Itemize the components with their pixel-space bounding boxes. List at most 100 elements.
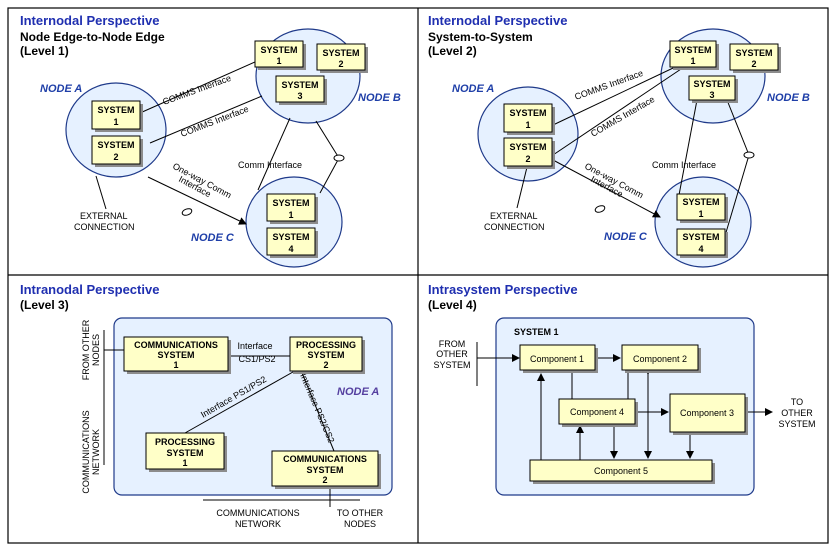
system-box-number: 3: [297, 91, 302, 101]
from-other-nodes-label-1: FROM OTHER: [81, 319, 91, 380]
communications-network-vertical-label-2: NETWORK: [91, 429, 101, 475]
system-box-number: 2: [338, 59, 343, 69]
node-a-label: NODE A: [40, 83, 82, 95]
panel-intranodal-level-3: Intranodal Perspective (Level 3) NODE A …: [20, 282, 393, 529]
system-box-number: 1: [113, 117, 118, 127]
system-box-number: 4: [288, 244, 293, 254]
component-3-box: Component 3: [669, 393, 748, 435]
component-4-box: Component 4: [558, 398, 638, 427]
oneway-line: [147, 176, 247, 225]
panel-intrasystem-level-4: Intrasystem Perspective (Level 4) SYSTEM…: [428, 282, 816, 496]
panel-level: (Level 3): [20, 298, 69, 312]
component-label: Component 3: [680, 408, 734, 418]
component-label: Component 4: [570, 407, 624, 417]
system-box-number: 1: [525, 120, 530, 130]
box-line-1: PROCESSING: [155, 437, 215, 447]
oneway-connector: [181, 208, 193, 216]
system-box: SYSTEM 4: [676, 228, 728, 258]
panel-internodal-level-1: Internodal Perspective Node Edge-to-Node…: [20, 13, 401, 268]
comms-interface-label-1: COMMS Interface: [161, 73, 232, 107]
to-other-system-label-1: TO: [791, 397, 803, 407]
panel-subtitle: System-to-System: [428, 30, 533, 44]
comms-line-2: [552, 62, 691, 156]
system-box-name: SYSTEM: [272, 232, 309, 242]
node-b-label: NODE B: [767, 92, 810, 104]
from-other-system-label-3: SYSTEM: [433, 360, 470, 370]
system-box: SYSTEM 1: [91, 100, 143, 132]
panel-title: Internodal Perspective: [428, 13, 567, 28]
system-box: SYSTEM 3: [688, 75, 738, 103]
system-box-name: SYSTEM: [509, 108, 546, 118]
comm-interface-line-left: [678, 99, 698, 196]
comm-interface-label: Comm Interface: [652, 160, 716, 170]
processing-system-2-box: PROCESSING SYSTEM 2: [289, 336, 365, 374]
node-b-label: NODE B: [358, 92, 401, 104]
comms-interface-label-2: COMMS Interface: [589, 94, 656, 139]
communications-system-2-box: COMMUNICATIONS SYSTEM 2: [271, 450, 381, 489]
comm-interface-line-right-lower: [721, 154, 750, 247]
system-box: SYSTEM 4: [266, 227, 318, 258]
box-line-3: 1: [182, 458, 187, 468]
system-box: SYSTEM 1: [676, 193, 728, 223]
comms-line-1: [139, 61, 256, 114]
processing-system-1-box: PROCESSING SYSTEM 1: [145, 432, 227, 472]
component-label: Component 1: [530, 354, 584, 364]
comms-line-1: [552, 59, 691, 126]
communications-network-label-1: COMMUNICATIONS: [216, 508, 299, 518]
system-box-name: SYSTEM: [509, 142, 546, 152]
oneway-line: [552, 159, 661, 218]
system-box-number: 1: [288, 210, 293, 220]
system-box-number: 2: [751, 59, 756, 69]
box-line-1: COMMUNICATIONS: [134, 340, 218, 350]
interface-ps2-cs2-line: [299, 367, 335, 452]
external-line: [95, 175, 107, 210]
component-5-box: Component 5: [529, 459, 715, 484]
box-line-3: 2: [322, 475, 327, 485]
system-box: SYSTEM 3: [275, 75, 327, 105]
component-label: Component 5: [594, 466, 648, 476]
system-box-name: SYSTEM: [682, 197, 719, 207]
external-label-2: CONNECTION: [484, 222, 545, 232]
interface-ps1-ps2-line: [184, 367, 301, 434]
from-other-system-label-1: FROM: [439, 339, 466, 349]
system-box: SYSTEM 2: [503, 137, 555, 169]
panel-title: Intranodal Perspective: [20, 282, 159, 297]
system-box-name: SYSTEM: [97, 105, 134, 115]
panel-title: Intrasystem Perspective: [428, 282, 578, 297]
comm-interface-connector: [333, 154, 345, 162]
system-box-number: 3: [709, 90, 714, 100]
communications-network-vertical-label-1: COMMUNICATIONS: [81, 410, 91, 493]
system-box: SYSTEM 1: [266, 193, 318, 224]
node-a-label: NODE A: [452, 83, 494, 95]
panel-subtitle: Node Edge-to-Node Edge: [20, 30, 165, 44]
comm-interface-label: Comm Interface: [238, 160, 302, 170]
system-box-name: SYSTEM: [97, 140, 134, 150]
node-c-label: NODE C: [191, 232, 235, 244]
system-box-name: SYSTEM: [693, 79, 730, 89]
interface-cs1-ps2-label-1: Interface: [237, 341, 272, 351]
external-label-1: EXTERNAL: [490, 211, 538, 221]
to-other-nodes-label-1: TO OTHER: [337, 508, 384, 518]
panel-level: (Level 4): [428, 298, 477, 312]
communications-network-label-2: NETWORK: [235, 519, 281, 529]
from-other-nodes-label-2: NODES: [91, 334, 101, 366]
system-box: SYSTEM 2: [729, 43, 781, 73]
box-line-1: COMMUNICATIONS: [283, 454, 367, 464]
communications-system-1-box: COMMUNICATIONS SYSTEM 1: [123, 336, 231, 374]
component-1-box: Component 1: [519, 344, 598, 373]
to-other-system-label-2: OTHER: [781, 408, 813, 418]
comm-interface-line-right: [315, 120, 340, 159]
system-1-label: SYSTEM 1: [514, 327, 559, 337]
comm-interface-line-right: [726, 99, 750, 156]
box-line-2: SYSTEM: [306, 465, 343, 475]
system-box-name: SYSTEM: [272, 198, 309, 208]
system-box-name: SYSTEM: [682, 232, 719, 242]
to-other-nodes-label-2: NODES: [344, 519, 376, 529]
comms-line-2: [149, 95, 263, 144]
box-line-2: SYSTEM: [307, 350, 344, 360]
node-a-label: NODE A: [337, 386, 379, 398]
system-box-number: 4: [698, 244, 703, 254]
system-box-number: 1: [698, 209, 703, 219]
external-label-2: CONNECTION: [74, 222, 135, 232]
